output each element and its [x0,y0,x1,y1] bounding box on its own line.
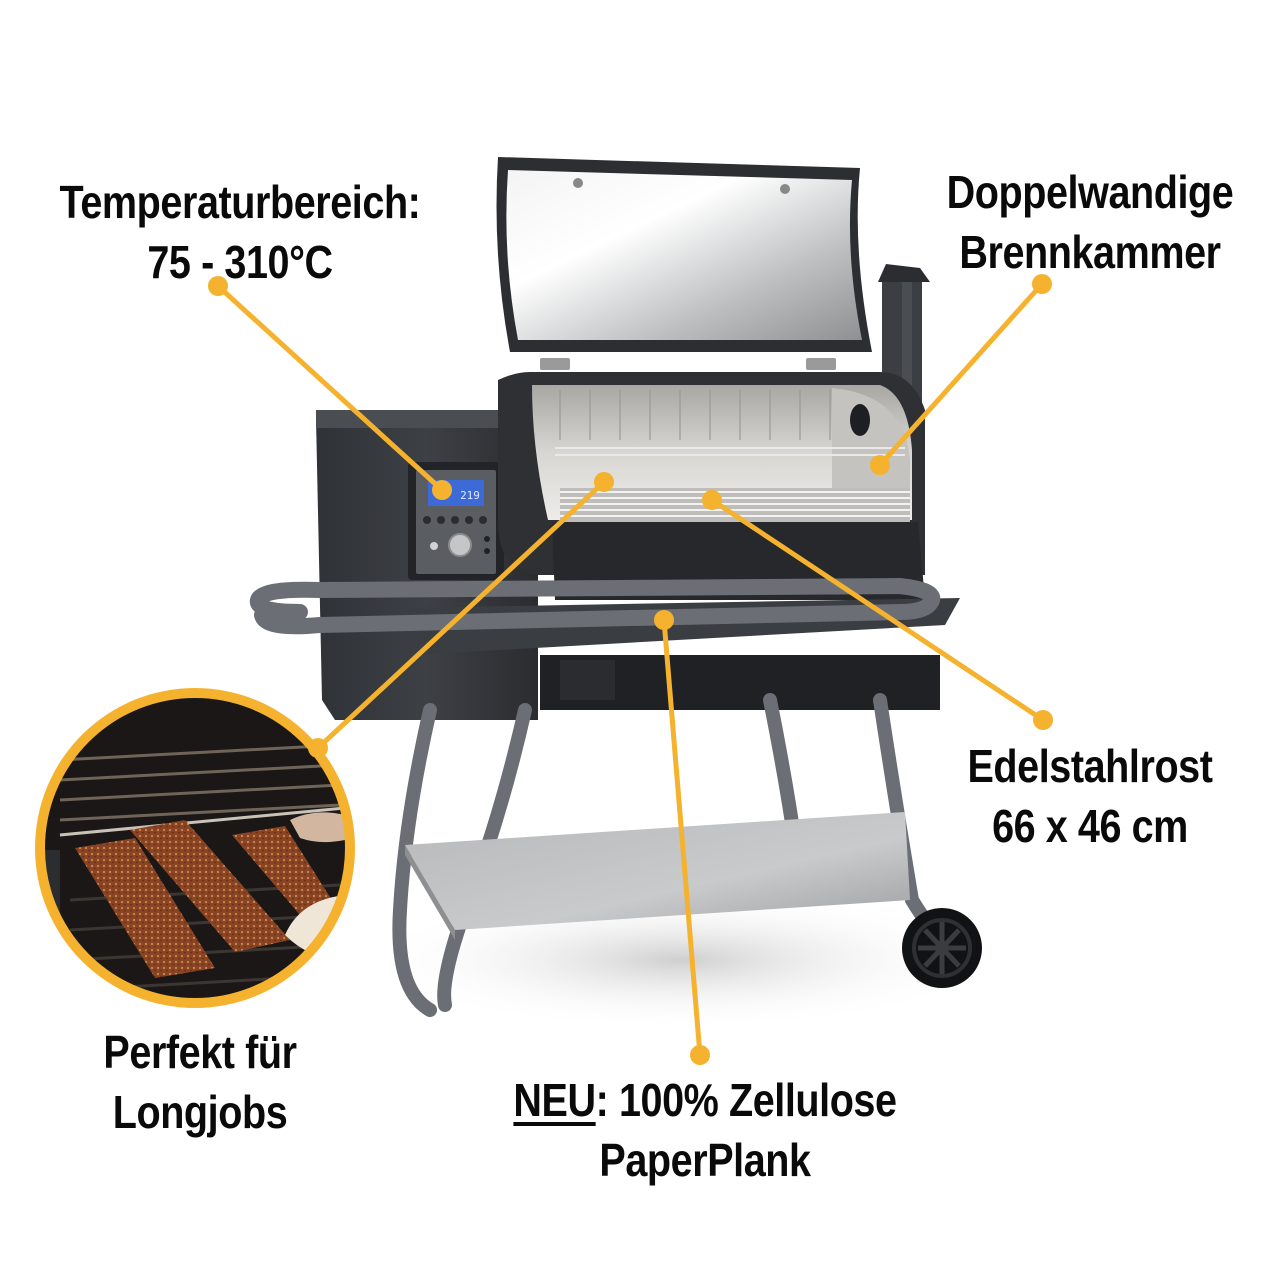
grate-dimensions: 66 x 46 cm [992,800,1188,852]
longjobs-title: Perfekt für [103,1026,297,1078]
callout-label-grate: Edelstahlrost 66 x 46 cm [952,736,1227,856]
callout-label-longjobs: Perfekt für Longjobs [71,1022,329,1142]
callout-dot-temperature-end [208,276,228,296]
open-lid [496,157,872,370]
callout-line-temperature [215,283,445,493]
callout-dot-paperplank-end [690,1045,710,1065]
rib-rack-3 [232,826,335,915]
callout-dot-chamber-end [1032,274,1052,294]
longjobs-subtitle: Longjobs [112,1086,288,1138]
callout-label-paperplank: NEU: 100% Zellulose PaperPlank [494,1070,915,1190]
callout-line-longjobs [315,479,607,751]
handle-rail [249,577,941,635]
callout-line-paperplank [661,617,703,1058]
callout-line-grate [709,497,1046,723]
chamber-title: Doppelwandige [946,166,1234,218]
callout-dot-temperature [432,480,452,500]
callout-dot-grate [702,490,722,510]
callout-dot-chamber [870,455,890,475]
paperplank-material: : 100% Zellulose [595,1074,897,1126]
new-badge-text: NEU [513,1074,596,1126]
rib-rack-1 [75,838,215,978]
wheel [902,908,982,988]
callout-lines [215,281,1046,1058]
paperplank-line1: NEU: 100% Zellulose [494,1070,915,1130]
temperature-range: 75 - 310°C [147,236,333,288]
callout-label-chamber: Doppelwandige Brennkammer [927,162,1254,282]
callout-label-temperature: Temperaturbereich: 75 - 310°C [42,172,438,292]
grate-title: Edelstahlrost [967,740,1213,792]
callout-dot-paperplank [654,610,674,630]
callout-dots [208,274,1053,1065]
callout-line-chamber [877,281,1045,468]
paperplank-name: PaperPlank [599,1134,811,1186]
cook-chamber [498,372,925,600]
temperature-title: Temperaturbereich: [59,176,421,228]
svg-text:219: 219 [460,489,480,502]
bottom-shelf [405,812,910,930]
callout-dot-grate-end [1033,710,1053,730]
callout-dot-longjobs [594,472,614,492]
upper-rack [555,447,905,456]
callout-dot-longjobs-end [308,738,328,758]
rib-rack-2 [130,820,290,952]
chamber-subtitle: Brennkammer [959,226,1221,278]
ribs-inset-photo [35,688,355,1008]
